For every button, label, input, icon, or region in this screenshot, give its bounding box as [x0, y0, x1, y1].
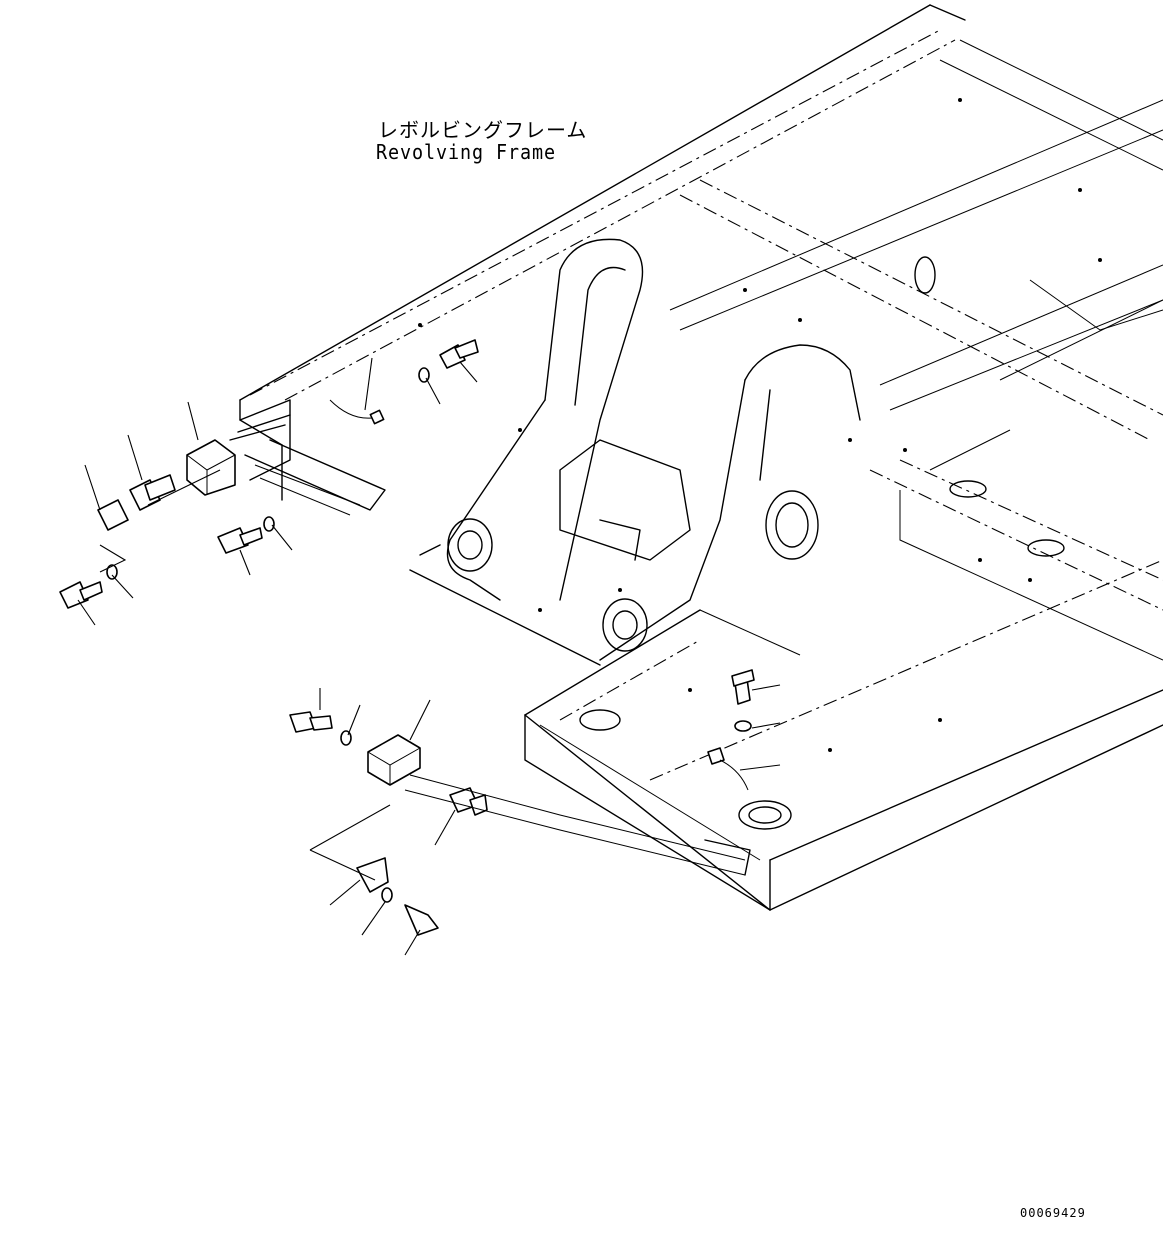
- bolt-b: [59, 581, 89, 609]
- frame-rivets: [418, 98, 1102, 752]
- washer-d: [340, 730, 352, 746]
- boom-bracket: [446, 238, 1065, 830]
- washer-a: [263, 516, 275, 532]
- bolt-e: [404, 904, 439, 936]
- frame-outline: [239, 4, 1163, 911]
- washer-e: [381, 887, 393, 903]
- diagram-title-english: Revolving Frame: [376, 140, 556, 164]
- washer-f: [734, 720, 752, 732]
- upper-sensor-assembly: [59, 339, 479, 626]
- diagram-title-japanese: レボルビングフレーム: [378, 118, 588, 142]
- sensor-body-lower: [367, 734, 421, 786]
- mounting-plate-lower: [356, 857, 389, 893]
- drawing-number: 00069429: [1020, 1206, 1086, 1220]
- connector-f: [707, 747, 725, 765]
- lower-sensor-assembly: [289, 669, 781, 956]
- mounting-plate-upper: [97, 499, 129, 531]
- washer-b: [106, 564, 118, 580]
- left-bracket-assembly: [229, 399, 386, 516]
